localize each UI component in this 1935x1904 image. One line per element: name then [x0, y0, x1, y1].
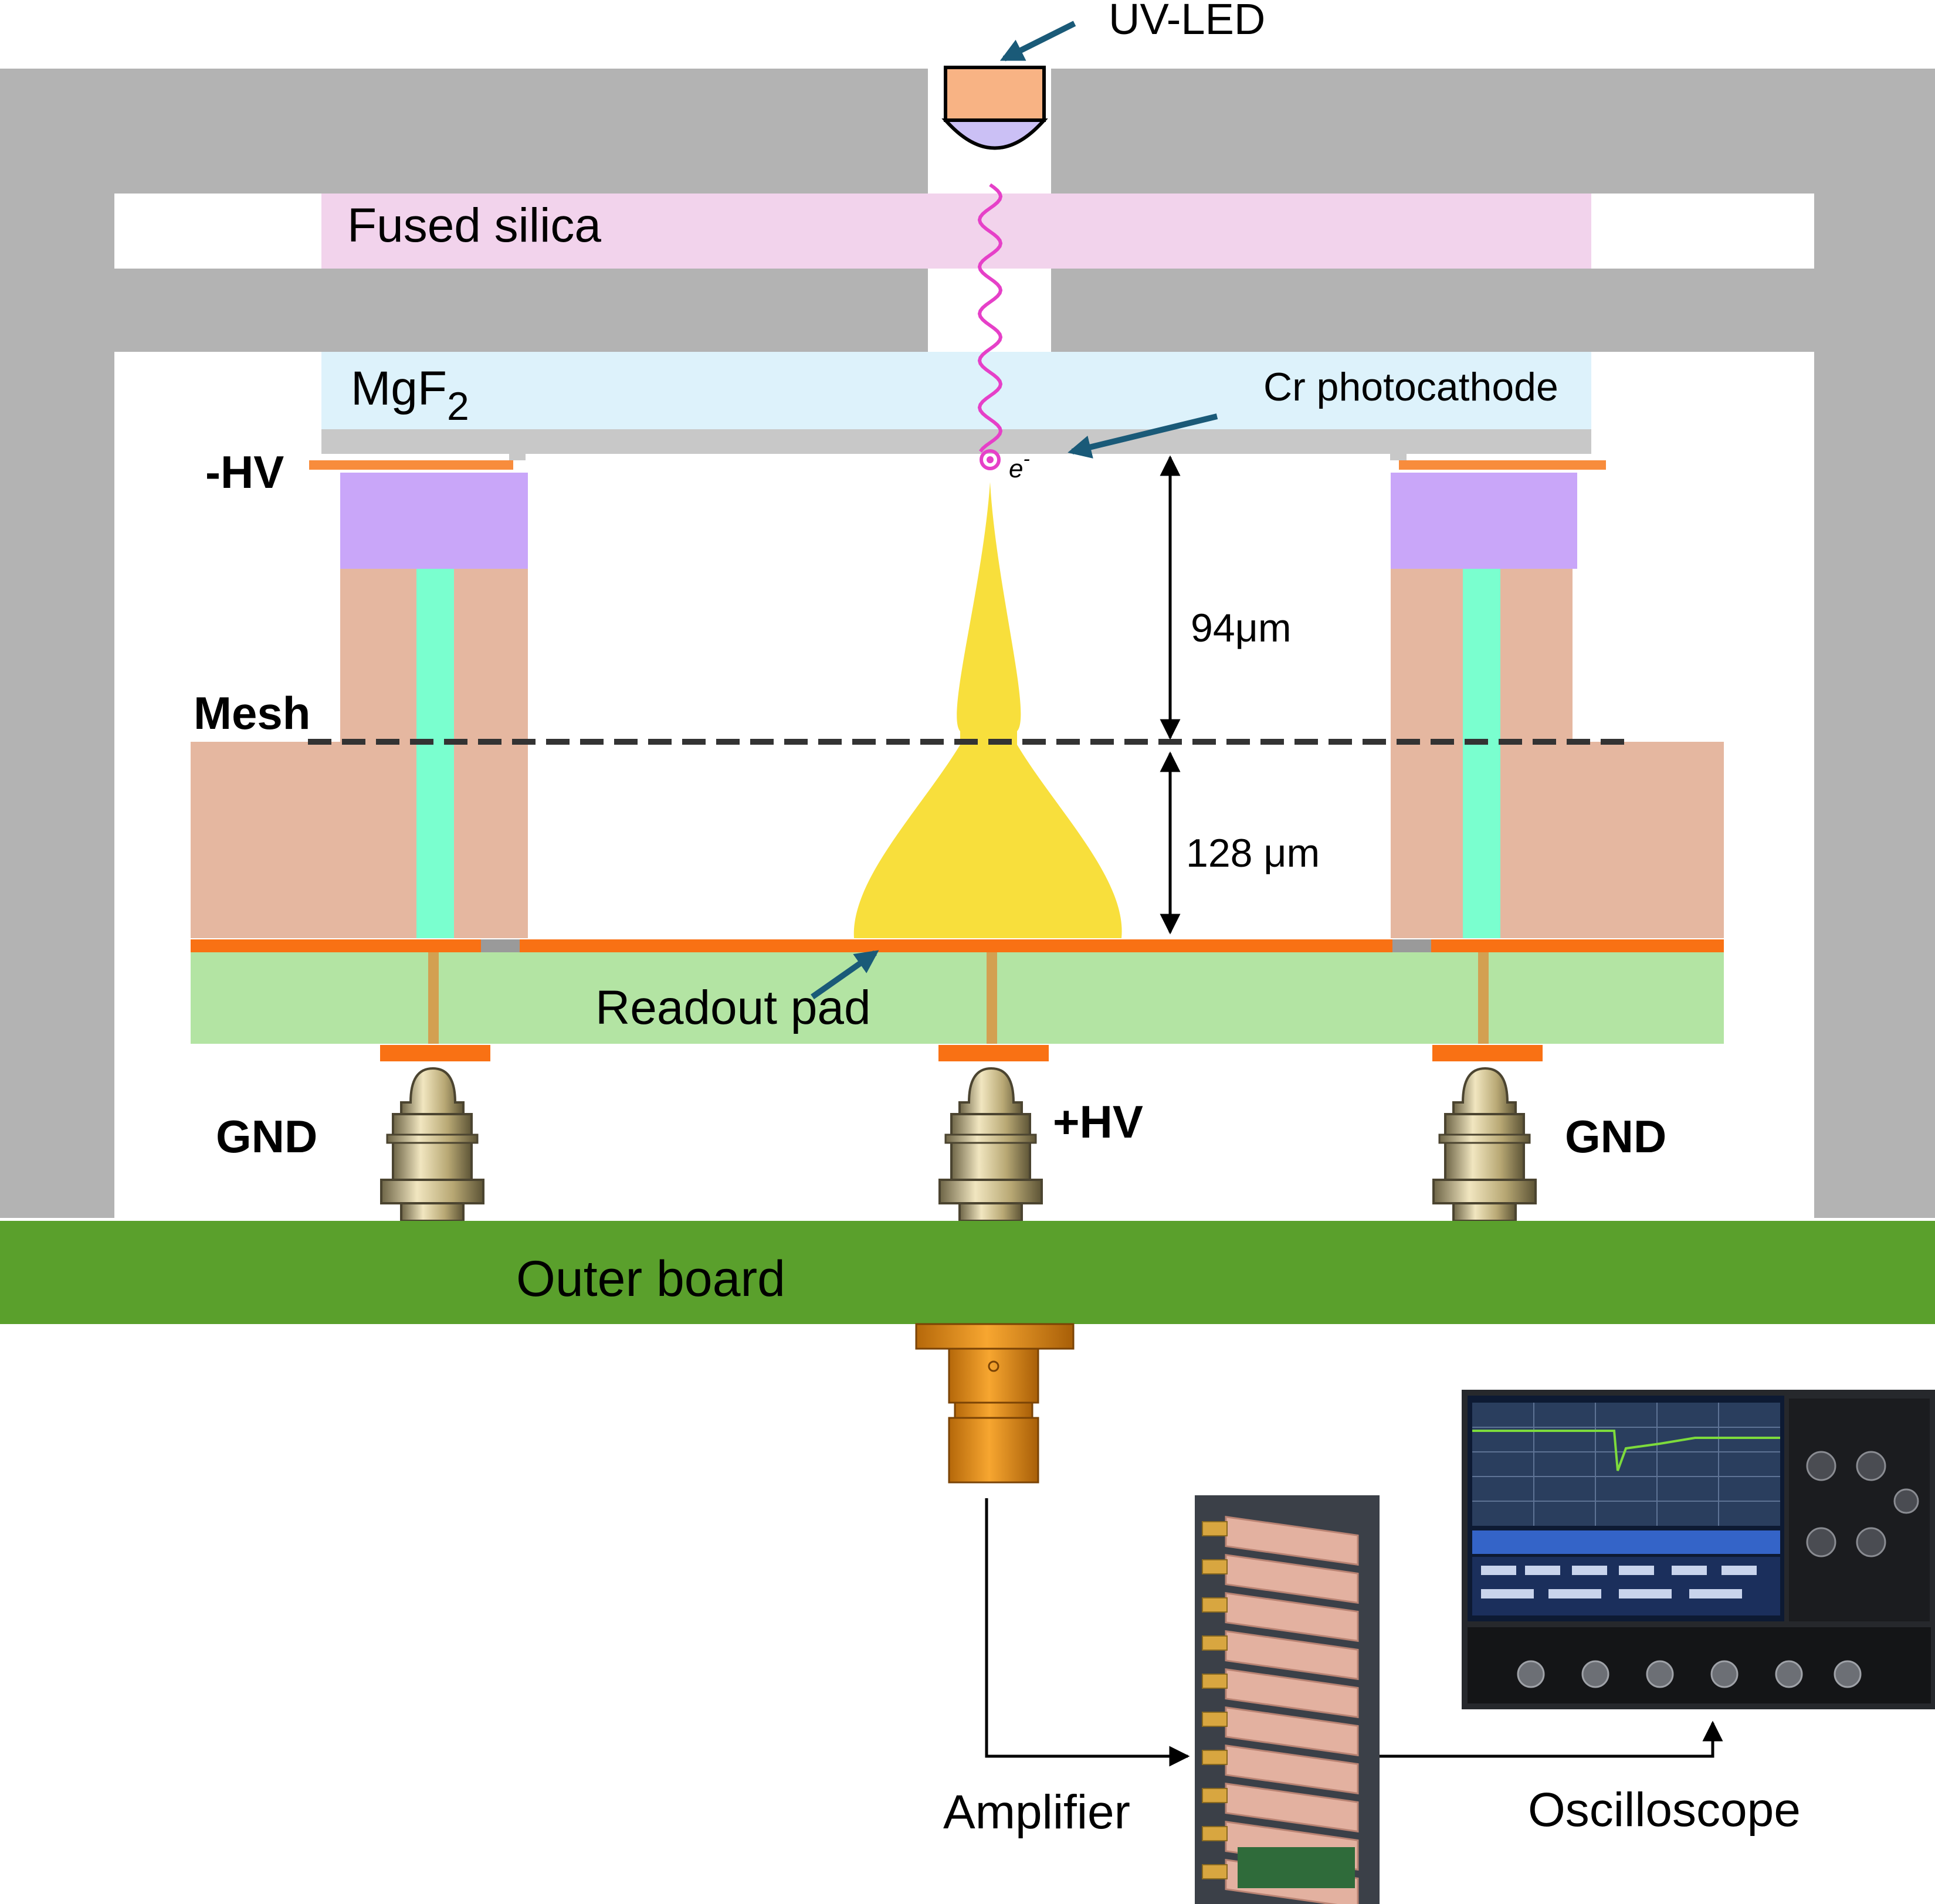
uv-led-arrow: [999, 21, 1076, 62]
vias: [428, 952, 1489, 1044]
outer-board: [0, 1221, 1935, 1324]
neg-hv-label: -HV: [205, 446, 284, 498]
amplifier-connector: [1202, 1750, 1228, 1765]
spring-connector-center: [938, 1067, 1043, 1222]
electron-label: e-: [1009, 448, 1030, 483]
readout-pad-label: Readout pad: [595, 981, 871, 1034]
electron-superscript: -: [1023, 448, 1029, 470]
sma-connector-icon: [915, 1323, 1075, 1484]
amplifier-connector: [1202, 1788, 1228, 1803]
amplifier-photo: [1195, 1495, 1380, 1904]
outer-board-label: Outer board: [516, 1251, 785, 1307]
amplifier-connector: [1202, 1559, 1228, 1574]
pad-right: [1432, 1045, 1543, 1061]
fused-silica-label: Fused silica: [347, 199, 601, 252]
amplifier-connector: [1202, 1521, 1228, 1536]
readout-pad-arrow: [811, 950, 879, 1000]
left-pillar: [191, 473, 528, 938]
mgf2-label: MgF2: [351, 362, 469, 429]
amplifier-label: Amplifier: [943, 1786, 1130, 1839]
mgf2-window: [321, 352, 1591, 429]
electrode-contact-left: [509, 454, 526, 460]
fused-silica-window: [321, 194, 1591, 269]
pos-hv-label: +HV: [1053, 1096, 1143, 1148]
hv-electrode-left: [309, 460, 513, 470]
oscilloscope-label: Oscilloscope: [1528, 1783, 1801, 1837]
electron-avalanche: [853, 482, 1122, 938]
inner-pcb: [191, 951, 1724, 1044]
hv-electrode-right: [1399, 460, 1606, 470]
drift-gap-label: 94μm: [1191, 606, 1291, 650]
cable-to-oscilloscope: [1373, 1720, 1723, 1758]
electrode-contact-right: [1390, 454, 1407, 460]
cr-photocathode-layer: [321, 429, 1591, 454]
uv-led-label: UV-LED: [1109, 0, 1265, 43]
spring-connector-left: [380, 1067, 484, 1222]
pad-center: [938, 1045, 1049, 1061]
readout-gap-left: [481, 939, 520, 952]
gnd-left-label: GND: [216, 1111, 317, 1162]
photocathode-arrow: [1068, 413, 1218, 459]
mgf2-subscript: 2: [447, 384, 469, 429]
amplifier-connector: [1202, 1712, 1228, 1727]
right-pillar: [1391, 473, 1724, 938]
photon-wave: [977, 183, 1003, 453]
amplifier-connector: [1202, 1826, 1228, 1841]
amplifier-connector: [1202, 1674, 1228, 1689]
mesh-label: Mesh: [194, 687, 310, 739]
amplifier-connector: [1202, 1635, 1228, 1651]
amplifier-connector: [1202, 1597, 1228, 1613]
oscilloscope-photo: [1462, 1390, 1935, 1709]
readout-strip: [191, 939, 1724, 952]
uv-led-icon: [941, 66, 1048, 150]
cable-to-amplifier: [985, 1498, 1190, 1767]
spring-connector-right: [1432, 1067, 1537, 1222]
gnd-right-label: GND: [1565, 1111, 1666, 1162]
cr-photocathode-label: Cr photocathode: [1263, 365, 1558, 409]
amplification-gap-label: 128 μm: [1186, 831, 1320, 875]
amplifier-connector: [1202, 1864, 1228, 1879]
readout-gap-right: [1392, 939, 1431, 952]
amplifier-pcb: [1238, 1847, 1355, 1888]
pad-left: [380, 1045, 490, 1061]
electron-icon: [980, 449, 1001, 470]
